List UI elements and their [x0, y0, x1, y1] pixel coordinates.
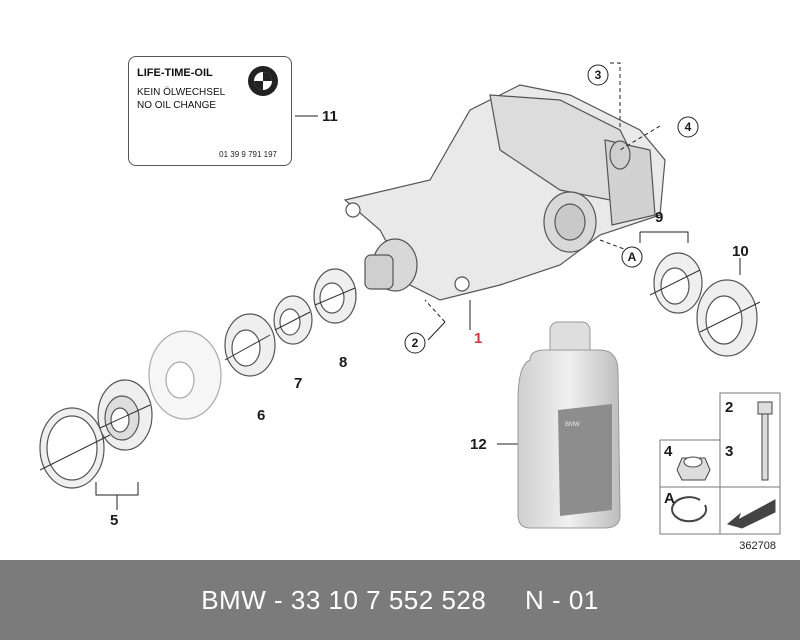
callout-7: 7 — [294, 375, 302, 392]
bmw-logo-icon — [248, 66, 278, 96]
circle-callout-2 — [404, 332, 426, 354]
label-line-2: NO OIL CHANGE — [137, 100, 217, 111]
label-part-number: 01 39 9 791 197 — [219, 150, 277, 159]
arrow-icon — [726, 499, 776, 529]
svg-text:3: 3 — [595, 68, 602, 82]
callout-5: 5 — [110, 512, 118, 529]
bolt-icon — [757, 401, 773, 415]
svg-text:2: 2 — [412, 336, 419, 350]
callout-12: 12 — [470, 436, 487, 453]
life-time-oil-label: LIFE-TIME-OIL KEIN ÖLWECHSEL NO OIL CHAN… — [128, 56, 292, 166]
footer-bar: BMW - 33 10 7 552 528 N - 01 — [0, 560, 800, 640]
callout-6: 6 — [257, 407, 265, 424]
legend-num-4: 4 — [664, 443, 673, 460]
diagram-reference-number: 362708 — [739, 540, 776, 552]
retaining-ring-icon — [671, 496, 708, 523]
callout-10: 10 — [732, 243, 749, 260]
footer-part-number: BMW - 33 10 7 552 528 — [201, 584, 487, 615]
callout-9: 9 — [655, 209, 663, 226]
svg-text:A: A — [628, 250, 637, 264]
legend-ring-frame — [659, 486, 721, 535]
label-line-1: KEIN ÖLWECHSEL — [137, 87, 226, 98]
callout-numbers: 1 5 6 7 8 9 10 11 12 2 3 4 A — [110, 108, 749, 529]
label-title: LIFE-TIME-OIL — [137, 67, 213, 79]
callout-8: 8 — [339, 354, 347, 371]
callout-1: 1 — [474, 330, 482, 347]
circle-callout-3 — [587, 64, 609, 86]
differential-housing — [343, 84, 666, 301]
legend-num-A: A — [664, 490, 675, 507]
exploded-parts-diagram: BMW 1 5 6 7 8 9 10 11 12 2 3 4 A — [39, 62, 781, 535]
circle-callout-A — [621, 246, 643, 268]
footer-note: N - 01 — [524, 584, 599, 615]
legend-num-2: 2 — [725, 399, 733, 416]
circle-callout-4 — [677, 116, 699, 138]
oil-bottle: BMW — [517, 321, 621, 529]
callout-11: 11 — [322, 108, 338, 125]
legend-num-3: 3 — [725, 443, 733, 460]
svg-text:4: 4 — [685, 120, 692, 134]
svg-text:BMW: BMW — [565, 422, 580, 428]
